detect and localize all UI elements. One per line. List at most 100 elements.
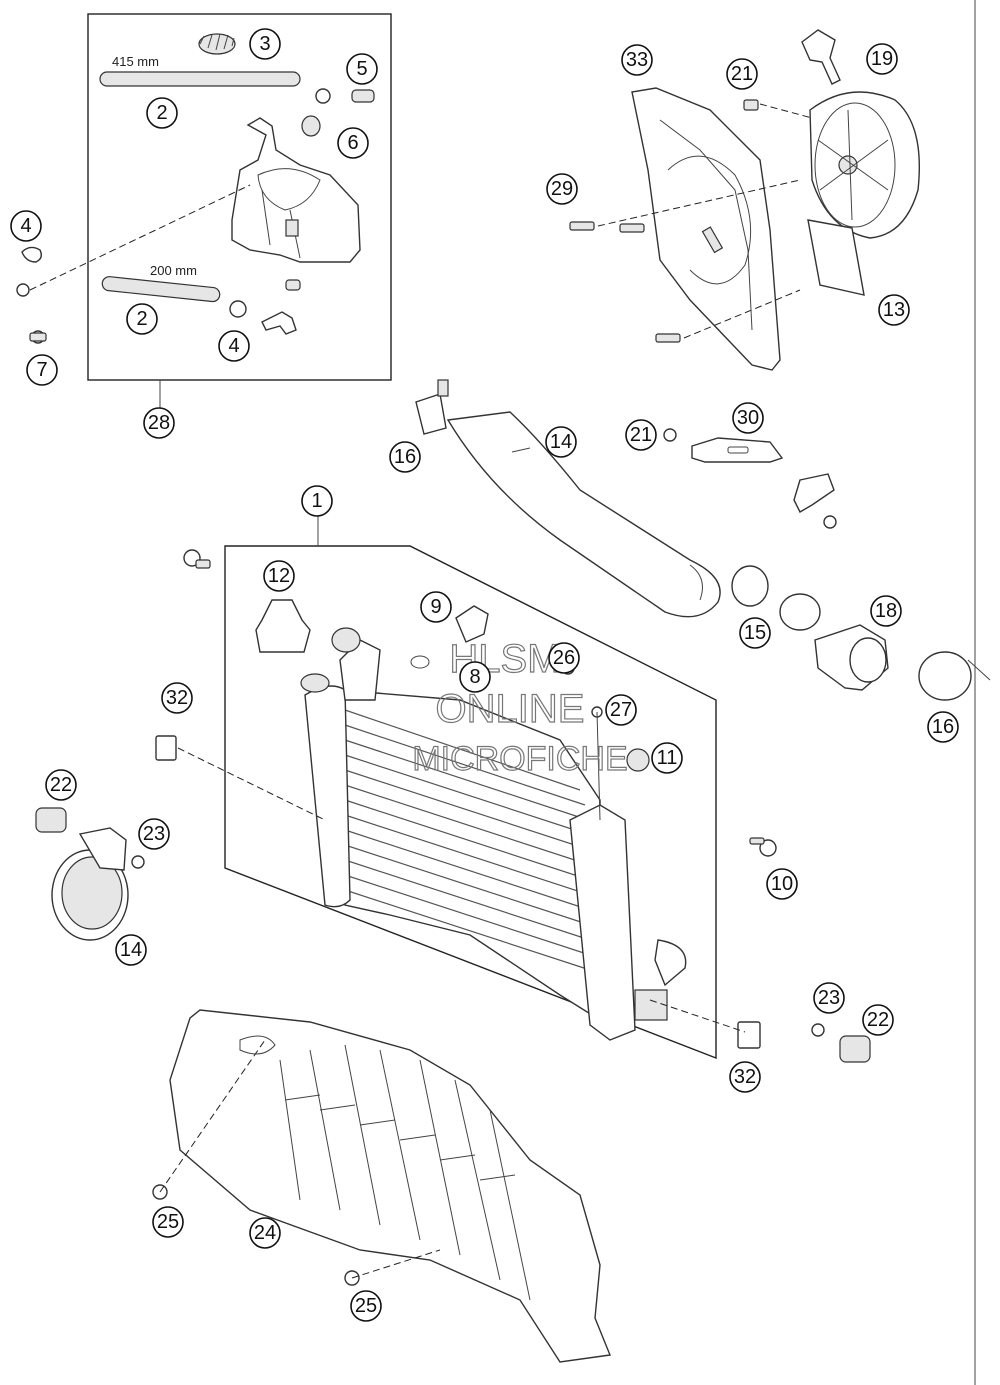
callout-6: 6: [337, 127, 369, 159]
callout-15: 15: [739, 617, 771, 649]
svg-text:3: 3: [259, 33, 270, 55]
leader-25-right: [351, 1249, 441, 1279]
group-box-28: [87, 13, 392, 381]
callout-13: 13: [878, 294, 910, 326]
callout-2: 2: [146, 97, 178, 129]
svg-text:14: 14: [550, 431, 572, 453]
svg-text:1: 1: [311, 490, 322, 512]
callout-21: 21: [726, 58, 758, 90]
svg-text:16: 16: [932, 716, 954, 738]
screw-10: [749, 837, 777, 857]
horn-14: [35, 807, 145, 941]
heat-shield-13: [807, 219, 865, 296]
callout-1: 1: [301, 485, 333, 517]
callout-4: 4: [10, 210, 42, 242]
svg-text:23: 23: [818, 987, 840, 1009]
shroud-screws: [569, 99, 759, 343]
radiator-core: [300, 639, 687, 1041]
callout-21: 21: [625, 419, 657, 451]
svg-text:11: 11: [657, 747, 678, 769]
watermark: HLSM ONLINE MICROFICHE: [412, 636, 629, 778]
callout-19: 19: [866, 43, 898, 75]
callout-22: 22: [45, 769, 77, 801]
callout-25: 25: [350, 1290, 382, 1322]
svg-text:14: 14: [120, 939, 142, 961]
callout-5: 5: [346, 53, 378, 85]
radiator-guard-24: [169, 1009, 611, 1363]
svg-text:21: 21: [630, 424, 652, 446]
callout-28: 28: [143, 407, 175, 439]
screw-7: [16, 283, 47, 344]
clamp-5: [315, 88, 375, 104]
callout-25: 25: [152, 1206, 184, 1238]
callout-29: 29: [546, 173, 578, 205]
callout-3: 3: [249, 28, 281, 60]
clamp-16-screw: [437, 379, 449, 397]
callout-23: 23: [813, 982, 845, 1014]
svg-text:2: 2: [156, 102, 167, 124]
svg-text:22: 22: [50, 774, 72, 796]
hose-fittings: [229, 279, 301, 335]
callout-22: 22: [862, 1004, 894, 1036]
callout-18: 18: [870, 595, 902, 627]
svg-text:23: 23: [143, 823, 165, 845]
callout-16: 16: [927, 711, 959, 743]
screw-top-left: [183, 549, 211, 569]
svg-text:15: 15: [744, 622, 766, 644]
hose-clamp-16: [918, 651, 991, 701]
svg-text:22: 22: [867, 1009, 889, 1031]
hose-415mm: 415 mm: [99, 54, 301, 87]
dimension-label-415: 415 mm: [112, 54, 159, 69]
dimension-label-200: 200 mm: [150, 263, 197, 278]
bracket-small: [793, 473, 837, 529]
callout-7: 7: [26, 354, 58, 386]
callout-30: 30: [732, 402, 764, 434]
callout-33: 33: [621, 44, 653, 76]
svg-text:25: 25: [157, 1211, 179, 1233]
svg-text:25: 25: [355, 1295, 377, 1317]
leader-29: [597, 179, 801, 227]
svg-text:5: 5: [356, 58, 367, 80]
grommet-11: [626, 748, 650, 772]
callout-4: 4: [218, 330, 250, 362]
callout-8: 8: [459, 661, 491, 693]
svg-text:30: 30: [737, 407, 759, 429]
svg-text:32: 32: [166, 687, 188, 709]
clamp-16-top: [415, 393, 447, 435]
leader-tank-mount: [29, 184, 251, 291]
callout-32: 32: [729, 1061, 761, 1093]
group-box-1: [224, 545, 717, 1060]
svg-text:12: 12: [268, 565, 290, 587]
callout-16: 16: [389, 441, 421, 473]
leader-25-left: [159, 1039, 266, 1193]
svg-text:16: 16: [394, 446, 416, 468]
clip-32-left: [155, 735, 177, 761]
callout-14: 14: [115, 934, 147, 966]
hose-clamp-15: [731, 565, 821, 631]
clip-4: [21, 246, 43, 263]
callout-32: 32: [161, 682, 193, 714]
svg-text:24: 24: [254, 1222, 276, 1244]
leader-32-right: [649, 999, 746, 1033]
cooling-fan: [801, 29, 921, 239]
svg-text:7: 7: [36, 359, 47, 381]
clip-32-right: [737, 1021, 761, 1049]
svg-text:18: 18: [875, 600, 897, 622]
fan-shroud: [631, 87, 781, 371]
svg-text:21: 21: [731, 63, 753, 85]
callout-9: 9: [420, 591, 452, 623]
callout-27: 27: [605, 694, 637, 726]
svg-text:8: 8: [469, 666, 480, 688]
radiator-cap-12: [255, 599, 361, 653]
watermark-line2: ONLINE: [436, 687, 585, 731]
callout-23: 23: [138, 818, 170, 850]
svg-text:2: 2: [136, 308, 147, 330]
svg-text:4: 4: [228, 335, 239, 357]
svg-text:10: 10: [771, 873, 793, 895]
bracket-30: [663, 428, 784, 463]
svg-text:19: 19: [871, 48, 893, 70]
svg-text:4: 4: [20, 215, 31, 237]
leader-shroud-lower: [683, 289, 801, 339]
hose-200mm: 200 mm: [101, 263, 221, 303]
